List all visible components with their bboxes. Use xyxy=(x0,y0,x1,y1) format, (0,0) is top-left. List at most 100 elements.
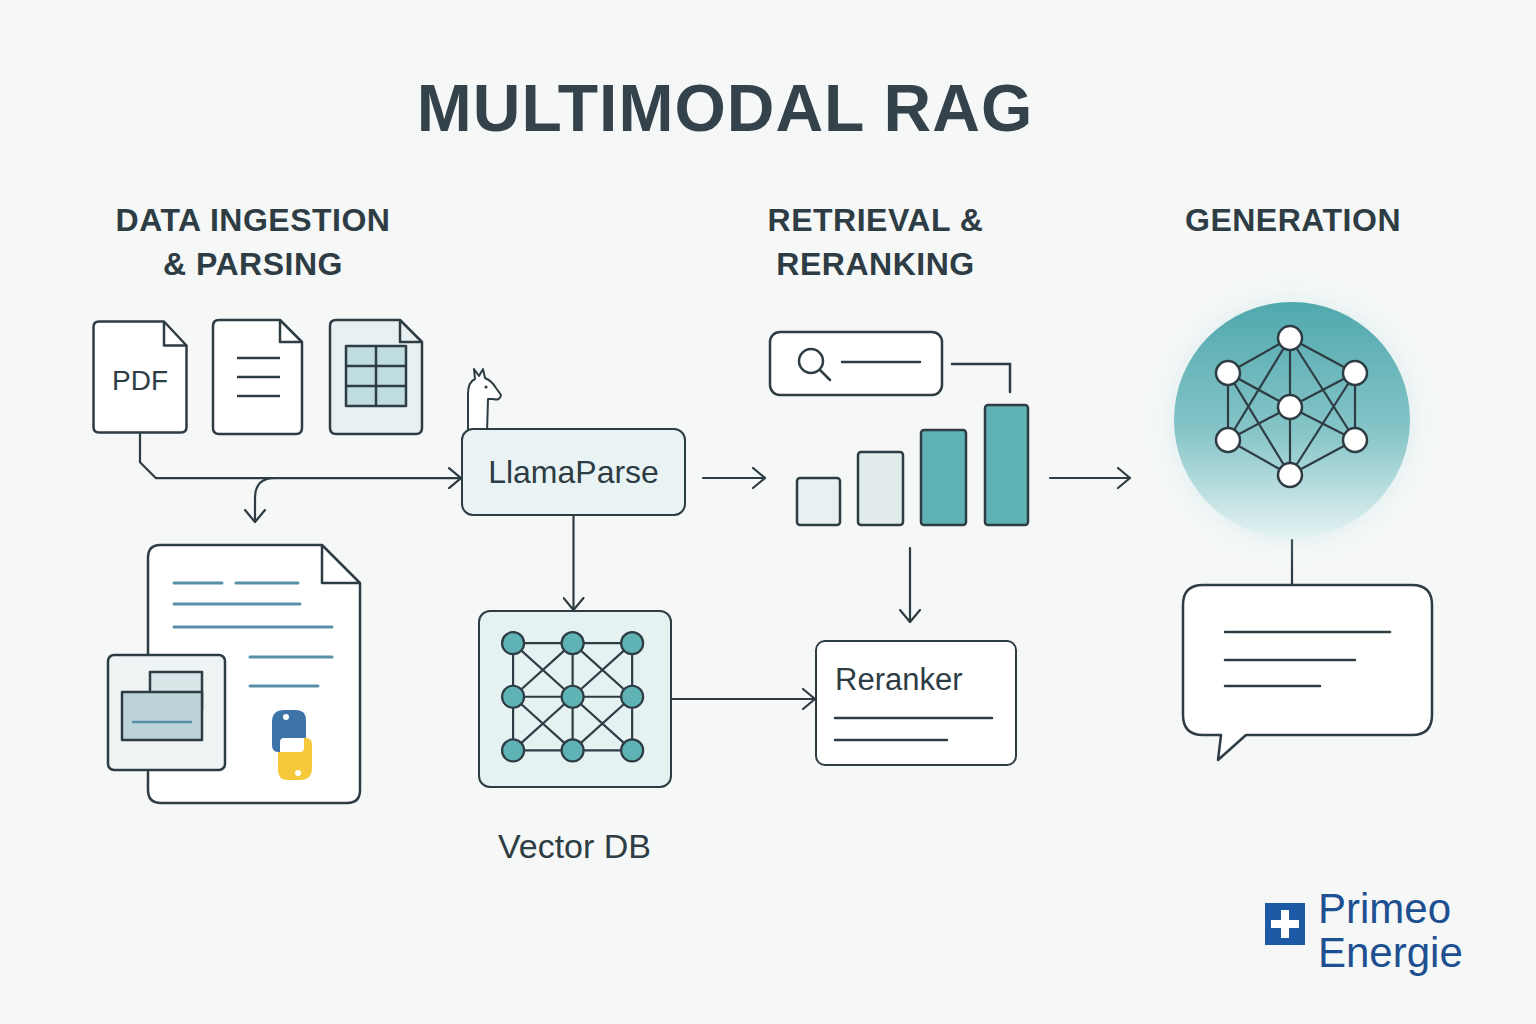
network-dot xyxy=(502,686,524,708)
text-file-icon-part xyxy=(280,320,302,342)
score-bars-part xyxy=(985,405,1028,525)
llm-network-icon-part xyxy=(1216,326,1367,487)
vector-network xyxy=(480,612,669,785)
llm-network-icon xyxy=(1142,270,1442,570)
llm-network-icon-part-part xyxy=(1216,428,1240,452)
branch-arrow-part xyxy=(255,478,275,522)
network-dot xyxy=(502,632,524,654)
section-heading: GENERATION xyxy=(1148,198,1438,242)
network-dot xyxy=(562,632,584,654)
search-bar-part xyxy=(820,370,830,380)
parsed-document-part-part xyxy=(250,685,318,688)
llm-network-icon-part-part xyxy=(1278,326,1302,350)
image-icon-part xyxy=(132,721,192,724)
logo-mark-part xyxy=(1265,903,1305,945)
network-dot xyxy=(562,739,584,761)
flow-arrow xyxy=(140,434,461,478)
llm-network-icon-part-part xyxy=(1278,395,1302,419)
python-logo-part xyxy=(283,714,289,720)
search-bar-part xyxy=(842,361,920,364)
node-label: PDF xyxy=(112,365,168,397)
logo-mark xyxy=(1265,903,1305,945)
spreadsheet-icon xyxy=(330,320,422,434)
flow-arrow-part xyxy=(1050,477,1130,479)
text-lines xyxy=(817,642,1014,763)
spreadsheet-icon-part xyxy=(375,346,378,406)
answer-bubble-part xyxy=(1225,631,1390,634)
label-holder: DATA INGESTION & PARSING xyxy=(105,198,401,286)
python-logo xyxy=(272,710,312,780)
section-heading: RETRIEVAL & RERANKING xyxy=(743,198,1008,286)
network-dot xyxy=(621,739,643,761)
llama-mascot xyxy=(468,369,501,432)
flow-arrow xyxy=(572,516,574,610)
label-holder: GENERATION xyxy=(1148,198,1438,242)
score-bars-part xyxy=(797,478,840,525)
search-bar-part xyxy=(770,332,942,395)
section-heading: DATA INGESTION & PARSING xyxy=(105,198,401,286)
python-logo-part xyxy=(278,738,312,780)
llm-network-icon-part xyxy=(1228,338,1355,475)
parsed-document-part-part xyxy=(174,603,300,606)
llm-network-icon-part-part xyxy=(1216,361,1240,385)
flow-arrow-part xyxy=(703,477,765,479)
score-bars-part xyxy=(921,430,966,525)
network-dot xyxy=(621,686,643,708)
database-box: Vector DB xyxy=(478,610,672,788)
spreadsheet-icon-part xyxy=(330,320,422,434)
image-icon-part xyxy=(108,655,225,770)
branch-arrow xyxy=(255,478,275,522)
text-file-icon xyxy=(213,320,302,434)
answer-bubble-part xyxy=(1183,585,1432,760)
parsed-document-part-part xyxy=(174,626,332,629)
text-file-icon-part xyxy=(237,376,280,379)
network-dot xyxy=(562,686,584,708)
text-file-icon-part xyxy=(237,395,280,398)
score-bars xyxy=(797,405,1028,525)
llama-mascot-part xyxy=(484,385,487,388)
parsed-document-part xyxy=(322,545,360,583)
text-line xyxy=(835,717,992,720)
search-bar-part xyxy=(952,364,1010,392)
label-holder: RETRIEVAL & RERANKING xyxy=(743,198,1008,286)
answer-bubble-part xyxy=(1225,685,1320,688)
file-outline xyxy=(94,322,187,433)
network-dot xyxy=(621,632,643,654)
flow-arrow xyxy=(672,698,815,700)
search-bar xyxy=(770,332,1010,395)
llm-network-icon-part-part xyxy=(1343,361,1367,385)
text-file-icon-part xyxy=(237,357,280,360)
text-file-icon-part xyxy=(213,320,302,434)
network-dot xyxy=(502,739,524,761)
llm-network-icon-part-part xyxy=(1278,463,1302,487)
parsed-document-part-part xyxy=(174,582,222,585)
llm-network-icon-part xyxy=(1142,270,1442,570)
llm-network-icon-part xyxy=(1174,302,1410,538)
logo-text: Primeo xyxy=(1318,886,1518,932)
node-label: LlamaParse xyxy=(488,453,659,491)
logo-mark-part xyxy=(1271,920,1299,928)
image-icon-part xyxy=(122,692,202,740)
process-box: LlamaParse xyxy=(461,428,686,516)
process-box: Reranker xyxy=(815,640,1017,766)
llama-mascot-part xyxy=(468,369,501,432)
file-fold xyxy=(164,322,187,346)
llm-network-icon-part-part xyxy=(1290,373,1355,475)
answer-bubble-part xyxy=(1225,659,1355,662)
python-logo-part xyxy=(295,770,301,776)
node-label: Reranker xyxy=(835,662,963,698)
diagram-title: MULTIMODAL RAG xyxy=(225,70,1225,146)
image-icon xyxy=(108,655,225,770)
text-line xyxy=(835,739,947,742)
title-holder: MULTIMODAL RAG xyxy=(225,70,1225,146)
parsed-document-part-part xyxy=(236,582,298,585)
llm-network-icon-part-part xyxy=(1343,428,1367,452)
file-icon: PDF xyxy=(92,320,188,434)
llm-network-icon-part-part xyxy=(1228,373,1290,475)
flow-arrow-part xyxy=(909,548,911,622)
spreadsheet-icon-part xyxy=(346,346,406,406)
spreadsheet-icon-part xyxy=(400,320,422,342)
